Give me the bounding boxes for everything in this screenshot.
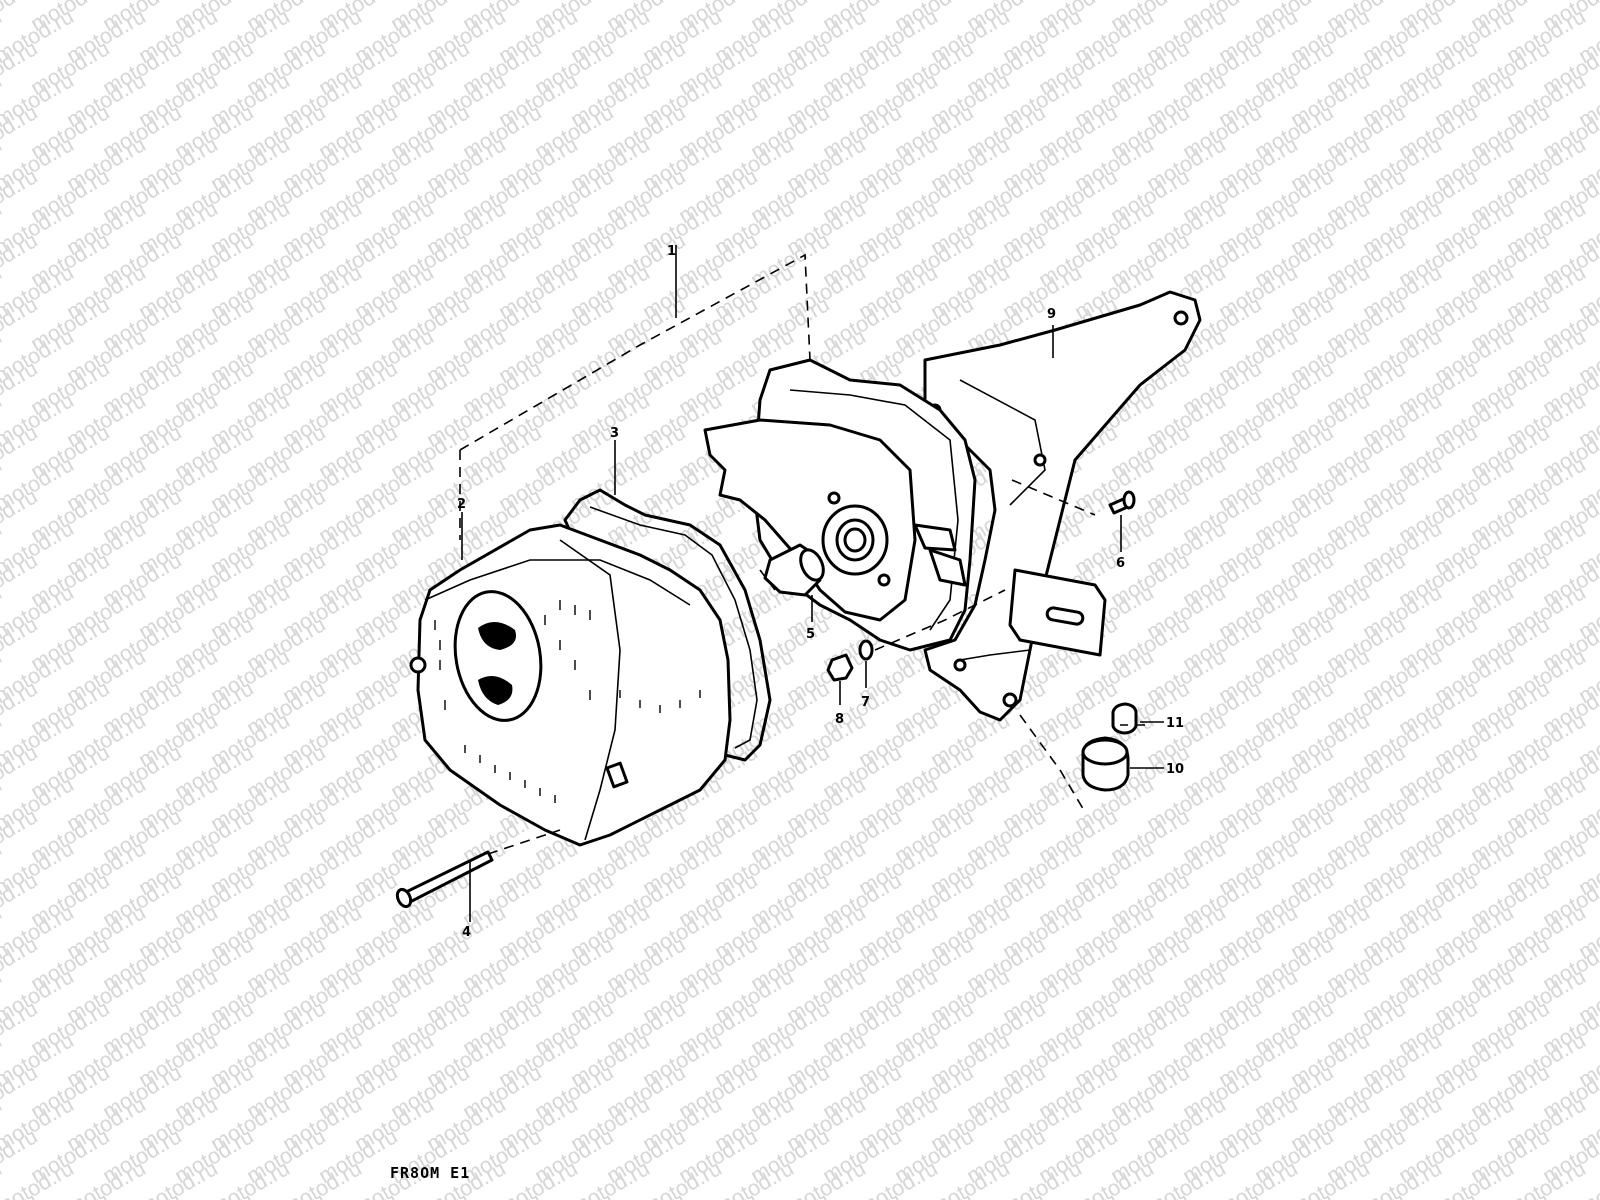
diagram-code: FR8OM E1 — [390, 1164, 470, 1182]
callout-label-7: 7 — [861, 695, 870, 710]
callout-label-10: 10 — [1166, 762, 1184, 777]
part-11-collar — [1111, 702, 1138, 735]
callout-label-9: 9 — [1047, 307, 1056, 322]
callout-label-2: 2 — [457, 497, 466, 512]
callout-label-8: 8 — [835, 712, 844, 727]
callout-label-11: 11 — [1166, 716, 1184, 731]
part-8-nut — [826, 653, 854, 682]
part-10-grommet — [1081, 736, 1130, 792]
watermark-text: motod.ru — [1574, 0, 1600, 4]
callout-label-1: 1 — [667, 244, 676, 259]
part-7-washer — [858, 639, 874, 661]
callout-label-6: 6 — [1116, 556, 1125, 571]
callout-label-5: 5 — [806, 627, 815, 642]
callout-label-3: 3 — [610, 426, 619, 441]
callout-label-4: 4 — [462, 925, 471, 940]
